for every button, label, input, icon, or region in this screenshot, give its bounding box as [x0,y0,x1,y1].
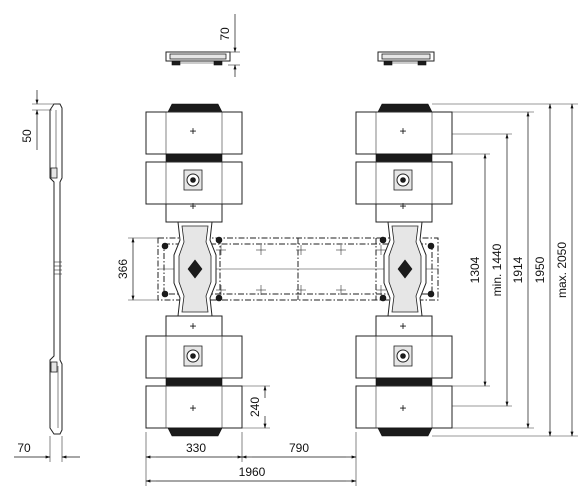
dim-overall-width-label: 1960 [239,465,266,479]
dim-span-max-label: max. 2050 [555,242,569,298]
dim-span-min-label: min. 1440 [490,243,504,296]
arm-left [161,221,223,317]
top-pad-profile-right [377,51,435,66]
svg-text:+: + [189,401,196,415]
dim-top-height: 70 [218,14,240,77]
top-pad-profile-left [165,51,231,66]
dim-top-height-label: 70 [218,27,232,41]
svg-text:+: + [399,319,406,333]
dim-gap: 790 [241,441,357,459]
dim-pad-width-label: 330 [186,441,206,455]
dim-span-1914: 1914 [511,111,530,429]
pad-unit-bottom-right: + + [355,315,453,437]
dim-beam-height-label: 366 [116,259,130,279]
svg-text:+: + [399,199,406,213]
dim-beam-height: 366 [116,237,158,301]
svg-text:+: + [189,199,196,213]
dim-pad-height-label: 240 [248,397,262,417]
svg-text:+: + [399,401,406,415]
dim-side-width-label: 70 [17,441,31,455]
dim-right-extension-lines [432,103,578,437]
dim-span-1950-label: 1950 [533,256,547,283]
pad-unit-top-right: + + [355,103,453,223]
dim-pad-height: 240 [242,385,270,429]
dim-overall-width: 1960 [145,465,357,483]
svg-text:+: + [189,319,196,333]
dim-side-top-label: 50 [20,129,34,143]
side-profile [49,103,63,435]
dim-span-1304: 1304 [468,153,487,387]
dim-side-top: 50 [20,90,58,150]
dim-span-1950: 1950 [533,103,552,437]
arm-right [379,221,435,317]
dim-gap-label: 790 [289,441,309,455]
dim-span-min: min. 1440 [490,133,509,407]
svg-text:+: + [189,124,196,138]
pad-unit-bottom-left: + + [145,315,243,437]
dim-side-width: 70 [14,436,80,462]
pad-unit-top-left: + + [145,103,243,223]
dim-span-1914-label: 1914 [511,256,525,283]
dim-span-1304-label: 1304 [468,256,482,283]
svg-text:+: + [399,124,406,138]
dim-span-max: max. 2050 [555,103,574,437]
dim-pad-width: 330 [145,441,243,459]
center-beam [157,237,439,301]
